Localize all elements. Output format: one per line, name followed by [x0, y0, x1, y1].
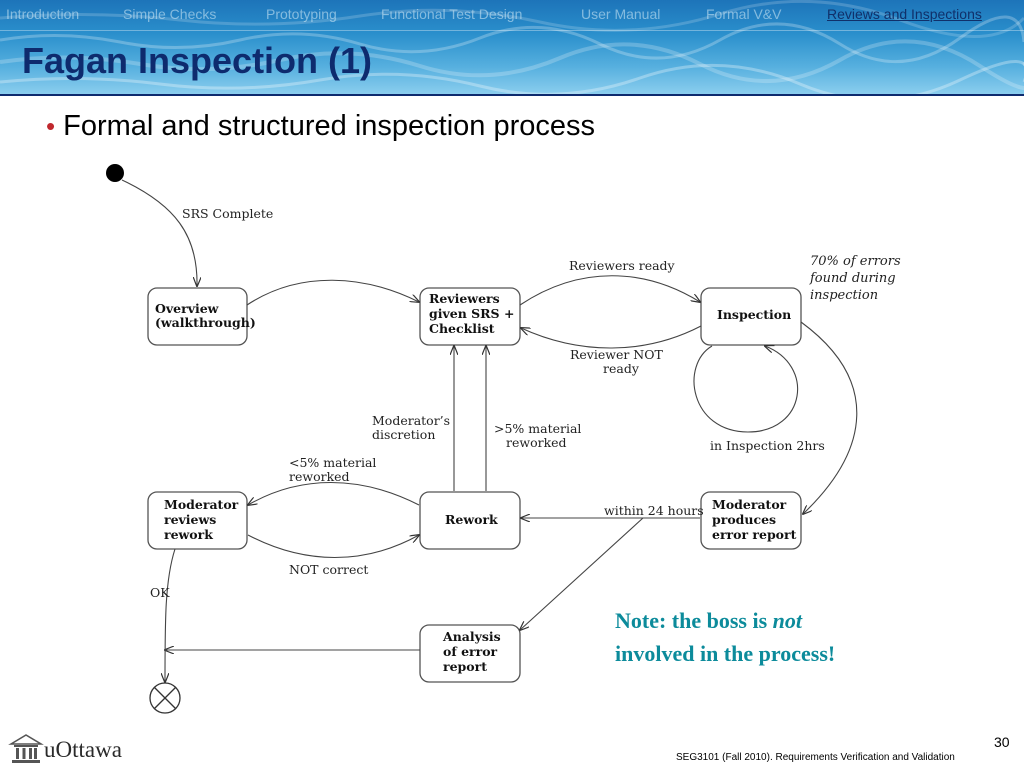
- state-label: reviews: [164, 512, 216, 527]
- end-node: [149, 682, 181, 714]
- annotation-line-2: found during: [809, 271, 896, 286]
- label-moderators-discretion-2: discretion: [372, 427, 435, 442]
- slide-header: Introduction Simple Checks Prototyping F…: [0, 0, 1024, 96]
- nav-item-prototyping[interactable]: Prototyping: [266, 6, 337, 22]
- state-label: Overview: [155, 301, 220, 316]
- label-reviewers-ready: Reviewers ready: [569, 258, 676, 273]
- state-label: Moderator: [712, 497, 787, 512]
- note-emphasis: not: [772, 608, 803, 633]
- uottawa-wordmark: uOttawa: [44, 737, 122, 762]
- edge-overview-to-reviewers: [246, 279, 419, 306]
- nav-divider: [0, 30, 1024, 31]
- state-moderator-produces-report: Moderator produces error report: [700, 491, 802, 550]
- edge-inspection-to-moderator-produces: [800, 321, 858, 514]
- edge-start-to-overview: [121, 179, 197, 286]
- state-label: Checklist: [429, 321, 495, 336]
- note-line-2: involved in the process!: [615, 641, 836, 666]
- section-nav: Introduction Simple Checks Prototyping F…: [0, 0, 1024, 31]
- state-label: of error: [443, 644, 498, 659]
- state-label: Rework: [445, 512, 498, 527]
- state-analysis-of-error-report: Analysis of error report: [419, 624, 521, 683]
- uottawa-logo-icon: [8, 734, 44, 763]
- label-ok: OK: [150, 585, 170, 600]
- nav-item-introduction[interactable]: Introduction: [6, 6, 80, 22]
- state-rework: Rework: [419, 491, 521, 550]
- label-gt5-1: >5% material: [494, 421, 581, 436]
- edge-moderator-produces-to-analysis: [520, 517, 644, 630]
- label-lt5-2: reworked: [289, 469, 350, 484]
- state-label: Reviewers: [429, 291, 500, 306]
- state-label: Inspection: [717, 307, 791, 322]
- state-label: produces: [712, 512, 776, 527]
- edge-reviewers-to-inspection: [519, 275, 700, 306]
- state-label: Analysis: [442, 629, 501, 644]
- label-srs-complete: SRS Complete: [182, 206, 273, 221]
- label-not-correct: NOT correct: [289, 562, 368, 577]
- annotation-line-3: inspection: [810, 288, 878, 303]
- edge-moderator-reviews-to-end: [165, 548, 176, 682]
- header-rule: [0, 94, 1024, 96]
- annotation-line-1: 70% of errors: [810, 254, 901, 269]
- state-label: report: [443, 659, 487, 674]
- edge-moderator-reviews-to-rework: [247, 535, 419, 559]
- edge-inspection-to-reviewers: [521, 325, 702, 349]
- nav-item-formal-vv[interactable]: Formal V&V: [706, 6, 782, 22]
- slide-title: Fagan Inspection (1): [22, 40, 373, 81]
- start-node: [106, 164, 124, 182]
- boss-note: Note: the boss is not involved in the pr…: [615, 604, 835, 670]
- label-lt5-1: <5% material: [289, 455, 376, 470]
- label-within-24-hours: within 24 hours: [604, 503, 704, 518]
- state-moderator-reviews-rework: Moderator reviews rework: [147, 491, 248, 550]
- state-inspection: Inspection: [700, 287, 802, 346]
- bullet-icon: •: [46, 111, 56, 141]
- label-in-inspection: in Inspection 2hrs: [710, 438, 825, 453]
- state-label: error report: [712, 527, 797, 542]
- nav-item-user-manual[interactable]: User Manual: [581, 6, 661, 22]
- page-number: 30: [994, 734, 1010, 750]
- state-label: rework: [164, 527, 213, 542]
- state-label: given SRS +: [429, 306, 514, 321]
- label-reviewer-not-ready-1: Reviewer NOT: [570, 347, 663, 362]
- note-prefix: Note: the boss is: [615, 608, 773, 633]
- bullet-point: •Formal and structured inspection proces…: [46, 110, 595, 143]
- state-label: Moderator: [164, 497, 239, 512]
- label-moderators-discretion-1: Moderator’s: [372, 413, 450, 428]
- footer-course: SEG3101 (Fall 2010). Requirements Verifi…: [676, 752, 955, 763]
- state-reviewers-given-srs: Reviewers given SRS + Checklist: [419, 287, 521, 346]
- nav-item-reviews-and-inspections[interactable]: Reviews and Inspections: [827, 6, 982, 22]
- nav-item-functional-test-design[interactable]: Functional Test Design: [381, 6, 523, 22]
- label-gt5-2: reworked: [506, 435, 567, 450]
- note-line-1: Note: the boss is not: [615, 604, 835, 637]
- edge-inspection-self-loop: [693, 346, 799, 433]
- nav-item-simple-checks[interactable]: Simple Checks: [123, 6, 217, 22]
- edge-rework-to-moderator-reviews: [248, 481, 420, 506]
- state-overview: Overview (walkthrough): [147, 287, 256, 346]
- bullet-text: Formal and structured inspection process: [63, 110, 596, 142]
- label-reviewer-not-ready-2: ready: [603, 361, 640, 376]
- state-label: (walkthrough): [155, 315, 256, 330]
